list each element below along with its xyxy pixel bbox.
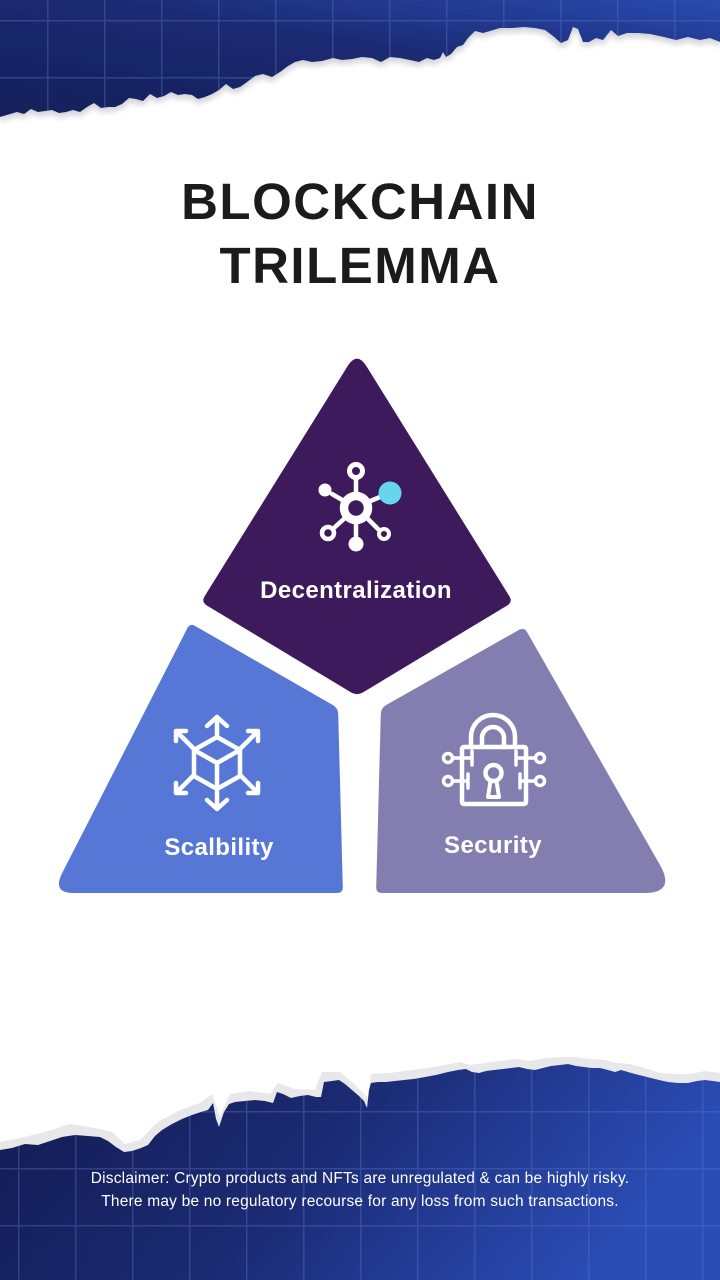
label-security: Security <box>444 832 542 859</box>
triangle-segment-scalability: Scalbility <box>58 624 343 893</box>
bottom-torn-band <box>0 1064 720 1280</box>
cube-expand-icon <box>173 714 261 812</box>
network-nodes-icon <box>318 462 402 552</box>
trilemma-triangle: Decentralization Scalbility <box>58 358 666 893</box>
label-scalability: Scalbility <box>164 834 274 861</box>
page-title-line-2: TRILEMMA <box>219 237 501 294</box>
top-torn-band <box>0 0 720 117</box>
top-band-grid <box>0 0 720 117</box>
bottom-band-grid <box>0 1064 720 1280</box>
segment-shape-scalability <box>58 624 343 893</box>
disclaimer-line-2: There may be no regulatory recourse for … <box>101 1193 619 1210</box>
page-title: BLOCKCHAIN TRILEMMA <box>0 170 720 298</box>
triangle-segment-security: Security <box>376 628 666 893</box>
page-title-line-1: BLOCKCHAIN <box>181 173 539 230</box>
triangle-segment-decentralization: Decentralization <box>203 358 511 695</box>
circuit-lock-icon <box>441 712 547 807</box>
label-decentralization: Decentralization <box>260 577 452 604</box>
disclaimer-line-1: Disclaimer: Crypto products and NFTs are… <box>90 1170 630 1187</box>
disclaimer: Disclaimer: Crypto products and NFTs are… <box>0 1167 720 1213</box>
cyan-node <box>378 481 402 505</box>
segment-shape-security <box>376 628 666 893</box>
